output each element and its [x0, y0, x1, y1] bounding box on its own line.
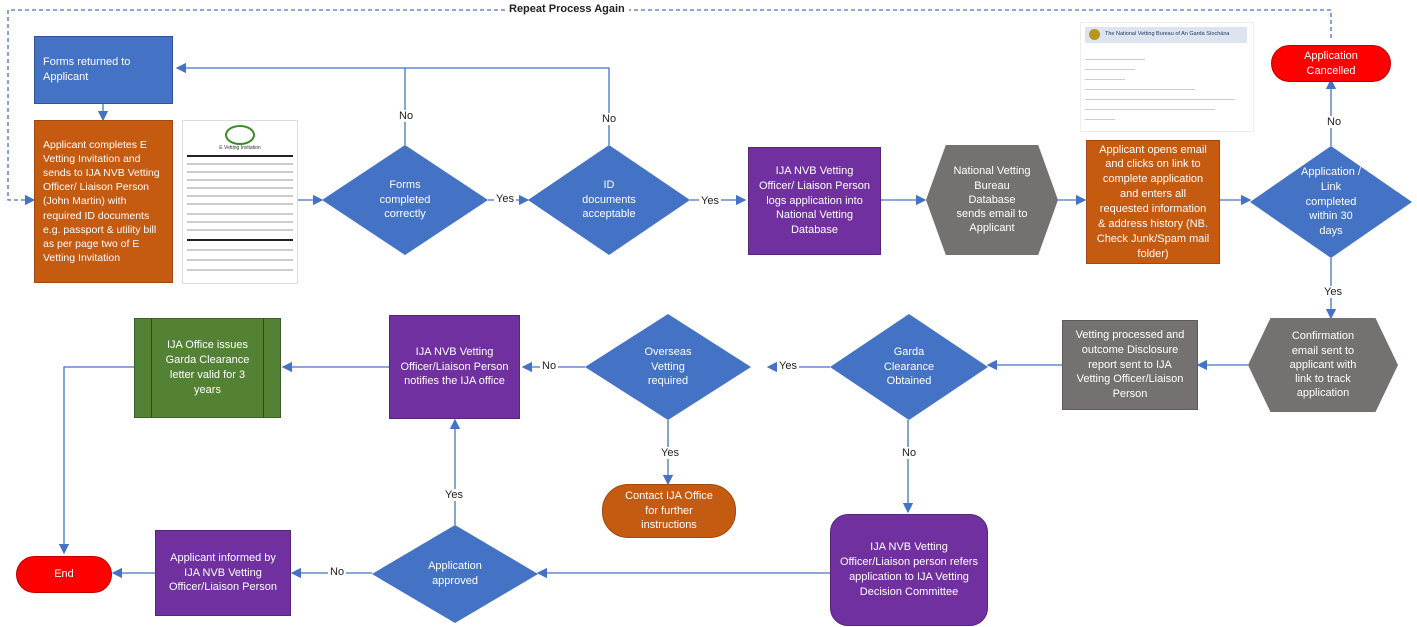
applicant-informed-box: Applicant informed by IJA NVB Vetting Of… [155, 530, 291, 616]
form-title: E Vetting Invitation [219, 145, 261, 151]
edge-label-overseas-yes: Yes [659, 447, 681, 459]
right-process-bar [263, 319, 264, 417]
edge-label-garda-yes: Yes [777, 360, 799, 372]
edge-label-overseas-no: No [540, 360, 559, 372]
repeat-label: Repeat Process Again [505, 3, 629, 15]
notifies-office-box: IJA NVB Vetting Officer/Liaison Person n… [389, 315, 520, 419]
applicant-opens-email-box: Applicant opens email and clicks on link… [1086, 140, 1220, 264]
email-header-text: The National Vetting Bureau of An Garda … [1105, 31, 1230, 37]
edge-label-approved-no: No [328, 566, 347, 578]
contact-office-terminal: Contact IJA Office for further instructi… [602, 484, 736, 538]
garda-crest-icon [1089, 29, 1100, 40]
edge-label-approved-yes: Yes [443, 489, 465, 501]
office-issues-box: IJA Office issues Garda Clearance letter… [134, 318, 281, 418]
nvb-sends-email-hex: National Vetting Bureau Database sends e… [926, 145, 1058, 255]
vetting-processed-box: Vetting processed and outcome Disclosure… [1062, 320, 1198, 410]
edge-label-forms-no: No [397, 110, 416, 122]
email-header-bar: The National Vetting Bureau of An Garda … [1085, 27, 1247, 43]
edge-label-link-no: No [1325, 116, 1344, 128]
email-thumbnail: The National Vetting Bureau of An Garda … [1080, 22, 1254, 132]
confirmation-email-hex: Confirmation email sent to applicant wit… [1248, 318, 1398, 412]
forms-returned-box: Forms returned to Applicant [34, 36, 173, 104]
edge-label-link-yes: Yes [1322, 286, 1344, 298]
repeat-loop-line [7, 9, 1332, 206]
crest-icon [225, 125, 255, 145]
end-terminal: End [16, 556, 112, 593]
refers-committee-box: IJA NVB Vetting Officer/Liaison person r… [830, 514, 988, 626]
edge-office-to-end [58, 366, 134, 555]
applicant-completes-box: Applicant completes E Vetting Invitation… [34, 120, 173, 283]
form-thumbnail: E Vetting Invitation [182, 120, 298, 284]
edge-label-garda-no: No [900, 447, 919, 459]
edge-label-id-yes: Yes [699, 195, 721, 207]
edge-label-forms-yes: Yes [494, 193, 516, 205]
application-cancelled-terminal: Application Cancelled [1271, 45, 1391, 82]
logs-application-box: IJA NVB Vetting Officer/ Liaison Person … [748, 147, 881, 255]
edge-label-id-no: No [600, 113, 619, 125]
left-process-bar [151, 319, 152, 417]
